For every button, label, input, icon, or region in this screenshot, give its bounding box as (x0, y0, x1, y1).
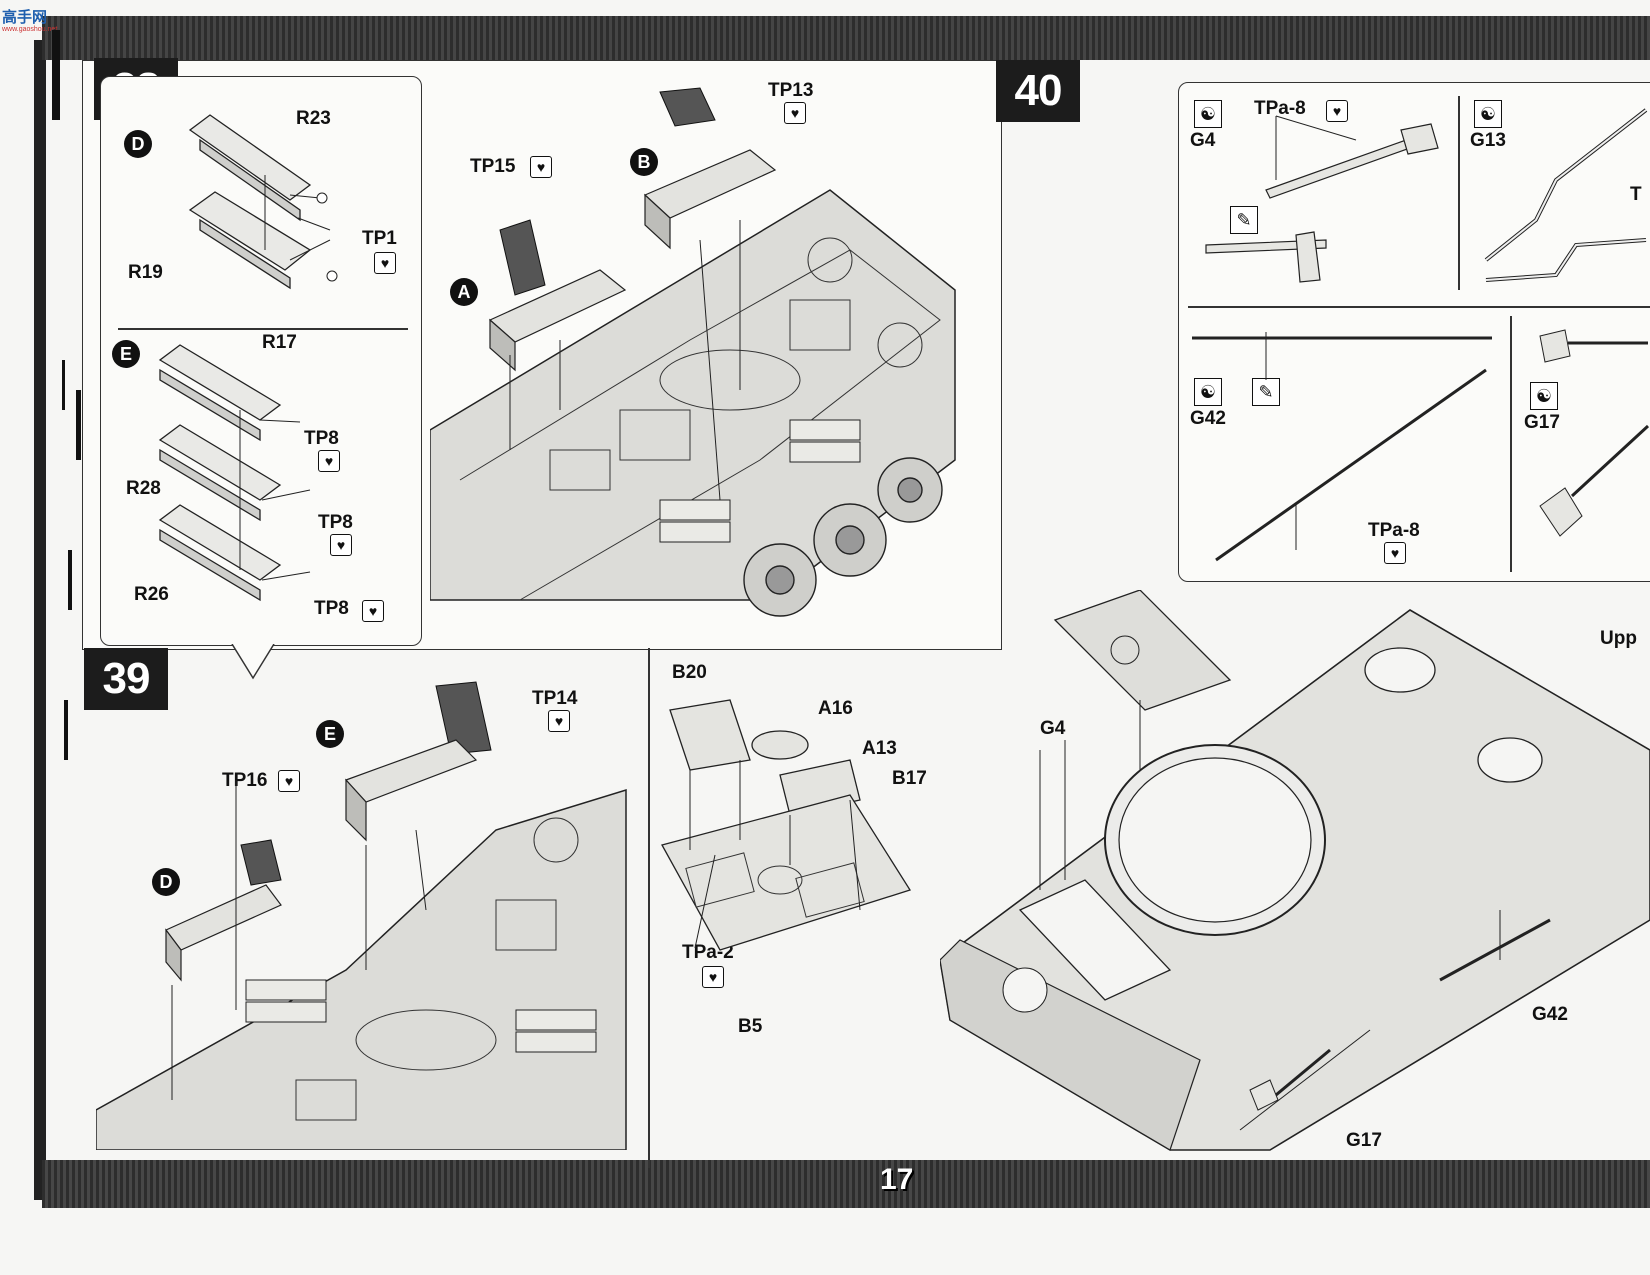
broken-heart-icon: ♥ (548, 710, 570, 732)
broken-heart-icon: ♥ (374, 252, 396, 274)
tape-label-tp1: TP1 (362, 228, 397, 249)
broken-heart-icon: ♥ (702, 966, 724, 988)
site-logo-url: www.gaoshou.net (2, 26, 58, 33)
step-38-vehicle-interior-drawing (430, 87, 956, 617)
part-g4-drawing (1205, 115, 1439, 283)
hand-tool-icon: ☯ (1194, 100, 1222, 128)
part-label-r26: R26 (134, 584, 169, 605)
marker-d: D (152, 868, 180, 896)
rocket-rack-r23-drawing (188, 114, 338, 290)
marker-b: B (630, 148, 658, 176)
tape-label-tpa-8-bottom: TPa-8 (1368, 520, 1420, 541)
hull-label-g17: G17 (1346, 1130, 1382, 1151)
part-label-g17: G17 (1524, 412, 1560, 433)
part-label-r17: R17 (262, 332, 297, 353)
hull-label-upper: Upp (1600, 628, 1637, 649)
tape-label-tpa-8-top: TPa-8 (1254, 98, 1306, 119)
tape-label-tp8-2: TP8 (318, 512, 353, 533)
part-g17-drawing (1539, 329, 1650, 537)
marker-a: A (450, 278, 478, 306)
part-g13-drawing (1484, 108, 1648, 282)
tape-label-cut: T (1630, 184, 1642, 205)
site-logo-text: 高手网 (2, 8, 48, 26)
part-label-r23: R23 (296, 108, 331, 129)
part-label-a13: A13 (862, 738, 897, 759)
hand-tool-icon: ☯ (1194, 378, 1222, 406)
tape-label-tp16: TP16 (222, 770, 268, 791)
part-label-g13: G13 (1470, 130, 1506, 151)
bottom-footer-bar (42, 1160, 1650, 1208)
glue-brush-icon: ✎ (1252, 378, 1280, 406)
left-binding-edge (34, 40, 46, 1200)
page-number: 17 (880, 1163, 914, 1196)
detail-divider-h (1188, 306, 1650, 308)
step-39-divider (648, 648, 650, 1168)
tape-label-tp13: TP13 (768, 80, 814, 101)
hull-bottom-plate-drawing (661, 699, 911, 951)
tape-label-tp14: TP14 (532, 688, 578, 709)
hand-tool-icon: ☯ (1474, 100, 1502, 128)
detail-divider-v (1458, 96, 1460, 290)
marker-d: D (124, 130, 152, 158)
tape-label-tp15: TP15 (470, 156, 516, 177)
broken-heart-icon: ♥ (1326, 100, 1348, 122)
marker-e: E (316, 720, 344, 748)
broken-heart-icon: ♥ (784, 102, 806, 124)
hull-label-g42: G42 (1532, 1004, 1568, 1025)
step-40-upper-hull-drawing (940, 590, 1650, 1151)
marker-e: E (112, 340, 140, 368)
part-label-r28: R28 (126, 478, 161, 499)
part-label-b20: B20 (672, 662, 707, 683)
broken-heart-icon: ♥ (1384, 542, 1406, 564)
site-logo: 高手网 www.gaoshou.net (2, 6, 64, 38)
part-label-g42: G42 (1190, 408, 1226, 429)
margin-mark (64, 700, 68, 760)
tape-label-tp8-3: TP8 (314, 598, 349, 619)
hand-tool-icon: ☯ (1530, 382, 1558, 410)
broken-heart-icon: ♥ (318, 450, 340, 472)
callout-pointer (231, 644, 275, 680)
part-label-b17: B17 (892, 768, 927, 789)
broken-heart-icon: ♥ (362, 600, 384, 622)
broken-heart-icon: ♥ (330, 534, 352, 556)
margin-mark (62, 360, 65, 410)
step-39-vehicle-interior-drawing (96, 681, 627, 1150)
part-g42-drawing (1192, 332, 1492, 562)
glue-brush-icon: ✎ (1230, 206, 1258, 234)
broken-heart-icon: ♥ (278, 770, 300, 792)
part-label-a16: A16 (818, 698, 853, 719)
part-label-b5: B5 (738, 1016, 763, 1037)
part-label-r19: R19 (128, 262, 163, 283)
part-label-g4: G4 (1190, 130, 1216, 151)
margin-mark (68, 550, 72, 610)
step-39-number: 39 (84, 648, 168, 710)
subpanel-divider (118, 328, 408, 330)
top-header-bar (42, 16, 1650, 60)
step-40-number: 40 (996, 60, 1080, 122)
margin-mark (52, 30, 60, 120)
detail-divider-v2 (1510, 316, 1512, 572)
rocket-racks-e-drawing (158, 344, 311, 602)
margin-mark (76, 390, 81, 460)
tape-label-tp8-1: TP8 (304, 428, 339, 449)
hull-label-g4: G4 (1040, 718, 1066, 739)
broken-heart-icon: ♥ (530, 156, 552, 178)
